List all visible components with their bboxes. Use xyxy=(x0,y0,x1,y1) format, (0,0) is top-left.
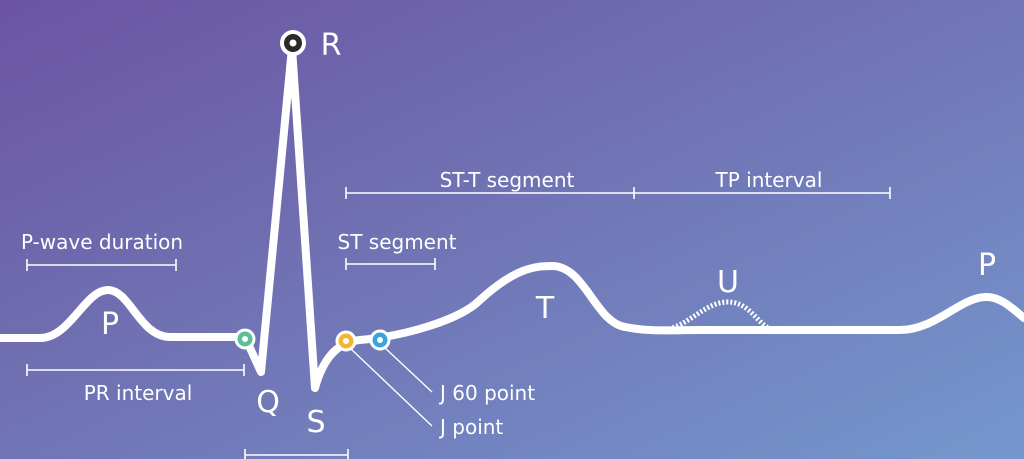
st-segment-bracket xyxy=(345,258,436,270)
j60-point-marker-center xyxy=(377,337,383,343)
r-peak-marker-center xyxy=(289,39,297,47)
u-wave xyxy=(664,299,774,333)
r-wave-label: R xyxy=(321,28,342,63)
tp-interval-bracket xyxy=(634,187,891,199)
pr-interval-label: PR interval xyxy=(84,381,193,405)
ecg-trace xyxy=(0,44,1024,392)
p-wave-duration-label: P-wave duration xyxy=(21,230,183,254)
qrs-duration-bracket xyxy=(244,449,349,459)
t-wave-label: T xyxy=(535,291,555,326)
st-t-segment-label: ST-T segment xyxy=(440,168,575,192)
st-segment-label: ST segment xyxy=(338,230,457,254)
j60-point-label: J 60 point xyxy=(438,381,535,405)
j60-point-leader xyxy=(383,346,433,393)
j-point-label: J point xyxy=(438,415,503,439)
pr-interval-bracket xyxy=(26,364,245,376)
q-wave-label: Q xyxy=(256,385,280,420)
j-point-leader xyxy=(349,347,433,427)
tp-interval-label: TP interval xyxy=(715,168,823,192)
s-wave-label: S xyxy=(306,405,325,440)
u-wave-label: U xyxy=(717,265,739,300)
j-point-marker-center xyxy=(343,338,349,344)
second-p-wave-label: P xyxy=(978,248,996,283)
p-wave-label: P xyxy=(101,307,119,342)
p-wave-duration-bracket xyxy=(26,259,177,271)
pr-marker-center xyxy=(242,336,248,342)
